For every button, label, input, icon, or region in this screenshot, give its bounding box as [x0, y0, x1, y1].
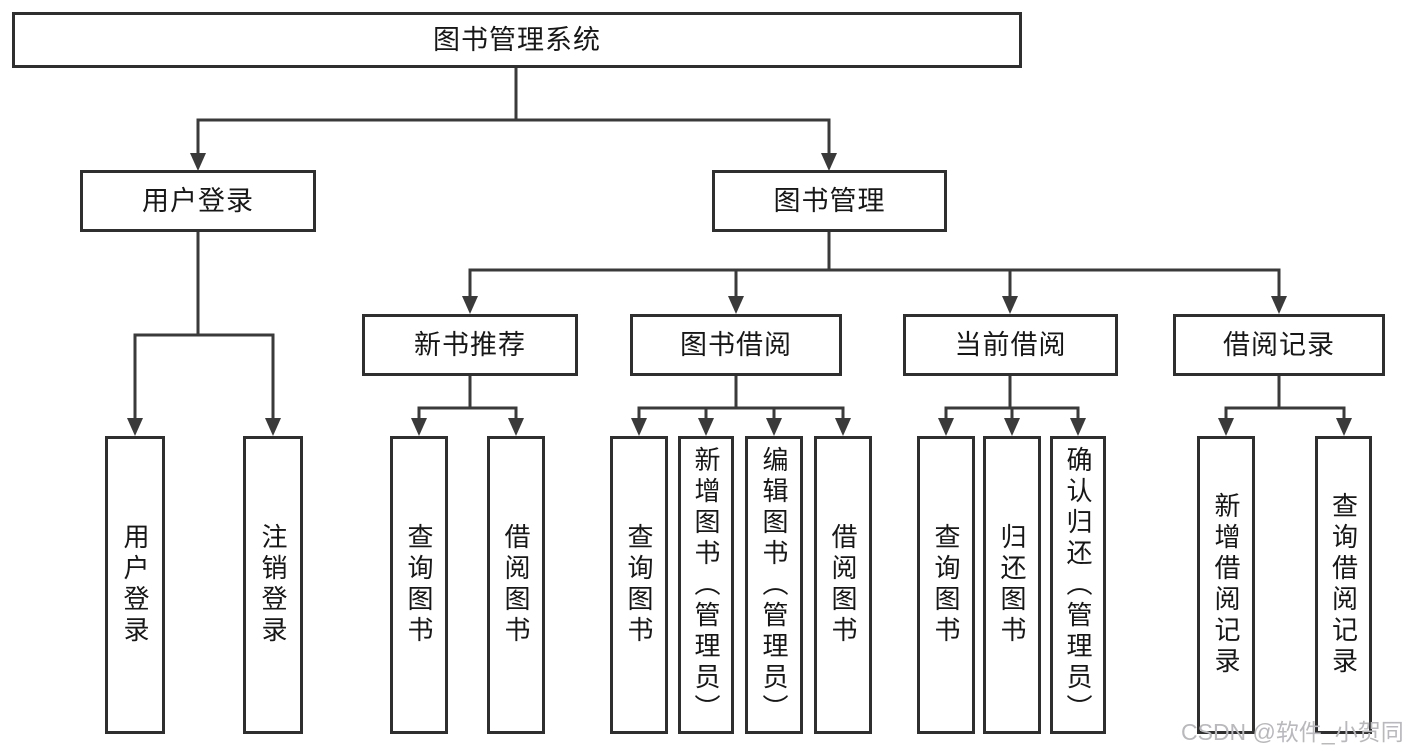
node-label: 确认归还（管理员） [1063, 445, 1093, 725]
node-label: 用户登录 [120, 523, 150, 647]
leaf-add-books-admin: 新增图书（管理员） [678, 436, 734, 734]
arrowhead-down-icon [728, 296, 744, 314]
node-label: 新书推荐 [414, 329, 526, 360]
arrowhead-down-icon [462, 296, 478, 314]
node-label: 借阅记录 [1223, 329, 1335, 360]
leaf-add-borrow-record: 新增借阅记录 [1197, 436, 1255, 734]
arrowhead-down-icon [190, 153, 206, 171]
node-root-system: 图书管理系统 [12, 12, 1022, 68]
node-label: 新增图书（管理员） [691, 445, 721, 725]
leaf-user-login: 用户登录 [105, 436, 165, 734]
leaf-query-borrow-record: 查询借阅记录 [1315, 436, 1372, 734]
arrowhead-down-icon [835, 418, 851, 436]
arrowhead-down-icon [508, 418, 524, 436]
connector-userlogin-to-leaves [127, 232, 281, 436]
leaf-edit-books-admin: 编辑图书（管理员） [745, 436, 803, 734]
leaf-query-books-2: 查询图书 [610, 436, 668, 734]
arrowhead-down-icon [1336, 418, 1352, 436]
node-label: 查询图书 [404, 523, 434, 647]
node-label: 查询图书 [624, 523, 654, 647]
connector-root-to-level2 [190, 68, 837, 171]
arrowhead-down-icon [766, 418, 782, 436]
node-label: 新增借阅记录 [1211, 492, 1241, 678]
node-label: 查询借阅记录 [1328, 492, 1359, 678]
csdn-watermark: CSDN @软件_小贺同学 [1181, 719, 1405, 745]
node-label: 图书借阅 [680, 329, 792, 360]
arrowhead-down-icon [938, 418, 954, 436]
arrowhead-down-icon [1070, 418, 1086, 436]
node-label: 注销登录 [258, 523, 288, 647]
arrowhead-down-icon [265, 418, 281, 436]
leaf-confirm-return-admin: 确认归还（管理员） [1050, 436, 1106, 734]
node-label: 当前借阅 [954, 329, 1067, 360]
arrowhead-down-icon [631, 418, 647, 436]
leaf-logout: 注销登录 [243, 436, 303, 734]
leaf-borrow-books-1: 借阅图书 [487, 436, 545, 734]
arrowhead-down-icon [821, 153, 837, 171]
node-label: 查询图书 [931, 523, 961, 647]
connector-records-to-leaves [1218, 376, 1352, 436]
node-label: 图书管理系统 [433, 24, 601, 55]
arrowhead-down-icon [411, 418, 427, 436]
arrowhead-down-icon [1002, 296, 1018, 314]
leaf-return-books: 归还图书 [983, 436, 1041, 734]
node-label: 借阅图书 [501, 523, 531, 647]
leaf-borrow-books-2: 借阅图书 [814, 436, 872, 734]
node-new-book-recommend: 新书推荐 [362, 314, 578, 376]
arrowhead-down-icon [698, 418, 714, 436]
node-label: 借阅图书 [828, 523, 858, 647]
node-label: 用户登录 [142, 185, 254, 216]
node-user-login-group: 用户登录 [80, 170, 316, 232]
arrowhead-down-icon [1004, 418, 1020, 436]
node-label: 编辑图书（管理员） [759, 445, 789, 725]
connector-current-to-leaves [938, 376, 1086, 436]
node-label: 归还图书 [997, 523, 1027, 647]
node-current-borrowing: 当前借阅 [903, 314, 1118, 376]
leaf-query-books-3: 查询图书 [917, 436, 975, 734]
connector-borrowing-to-leaves [631, 376, 851, 436]
node-book-borrowing: 图书借阅 [630, 314, 842, 376]
node-borrow-records: 借阅记录 [1173, 314, 1385, 376]
arrowhead-down-icon [1271, 296, 1287, 314]
node-label: 图书管理 [773, 185, 886, 216]
leaf-query-books-1: 查询图书 [390, 436, 448, 734]
node-book-management: 图书管理 [712, 170, 947, 232]
connector-bookmgmt-to-level3 [462, 232, 1287, 314]
connector-newbooks-to-leaves [411, 376, 524, 436]
arrowhead-down-icon [1218, 418, 1234, 436]
arrowhead-down-icon [127, 418, 143, 436]
